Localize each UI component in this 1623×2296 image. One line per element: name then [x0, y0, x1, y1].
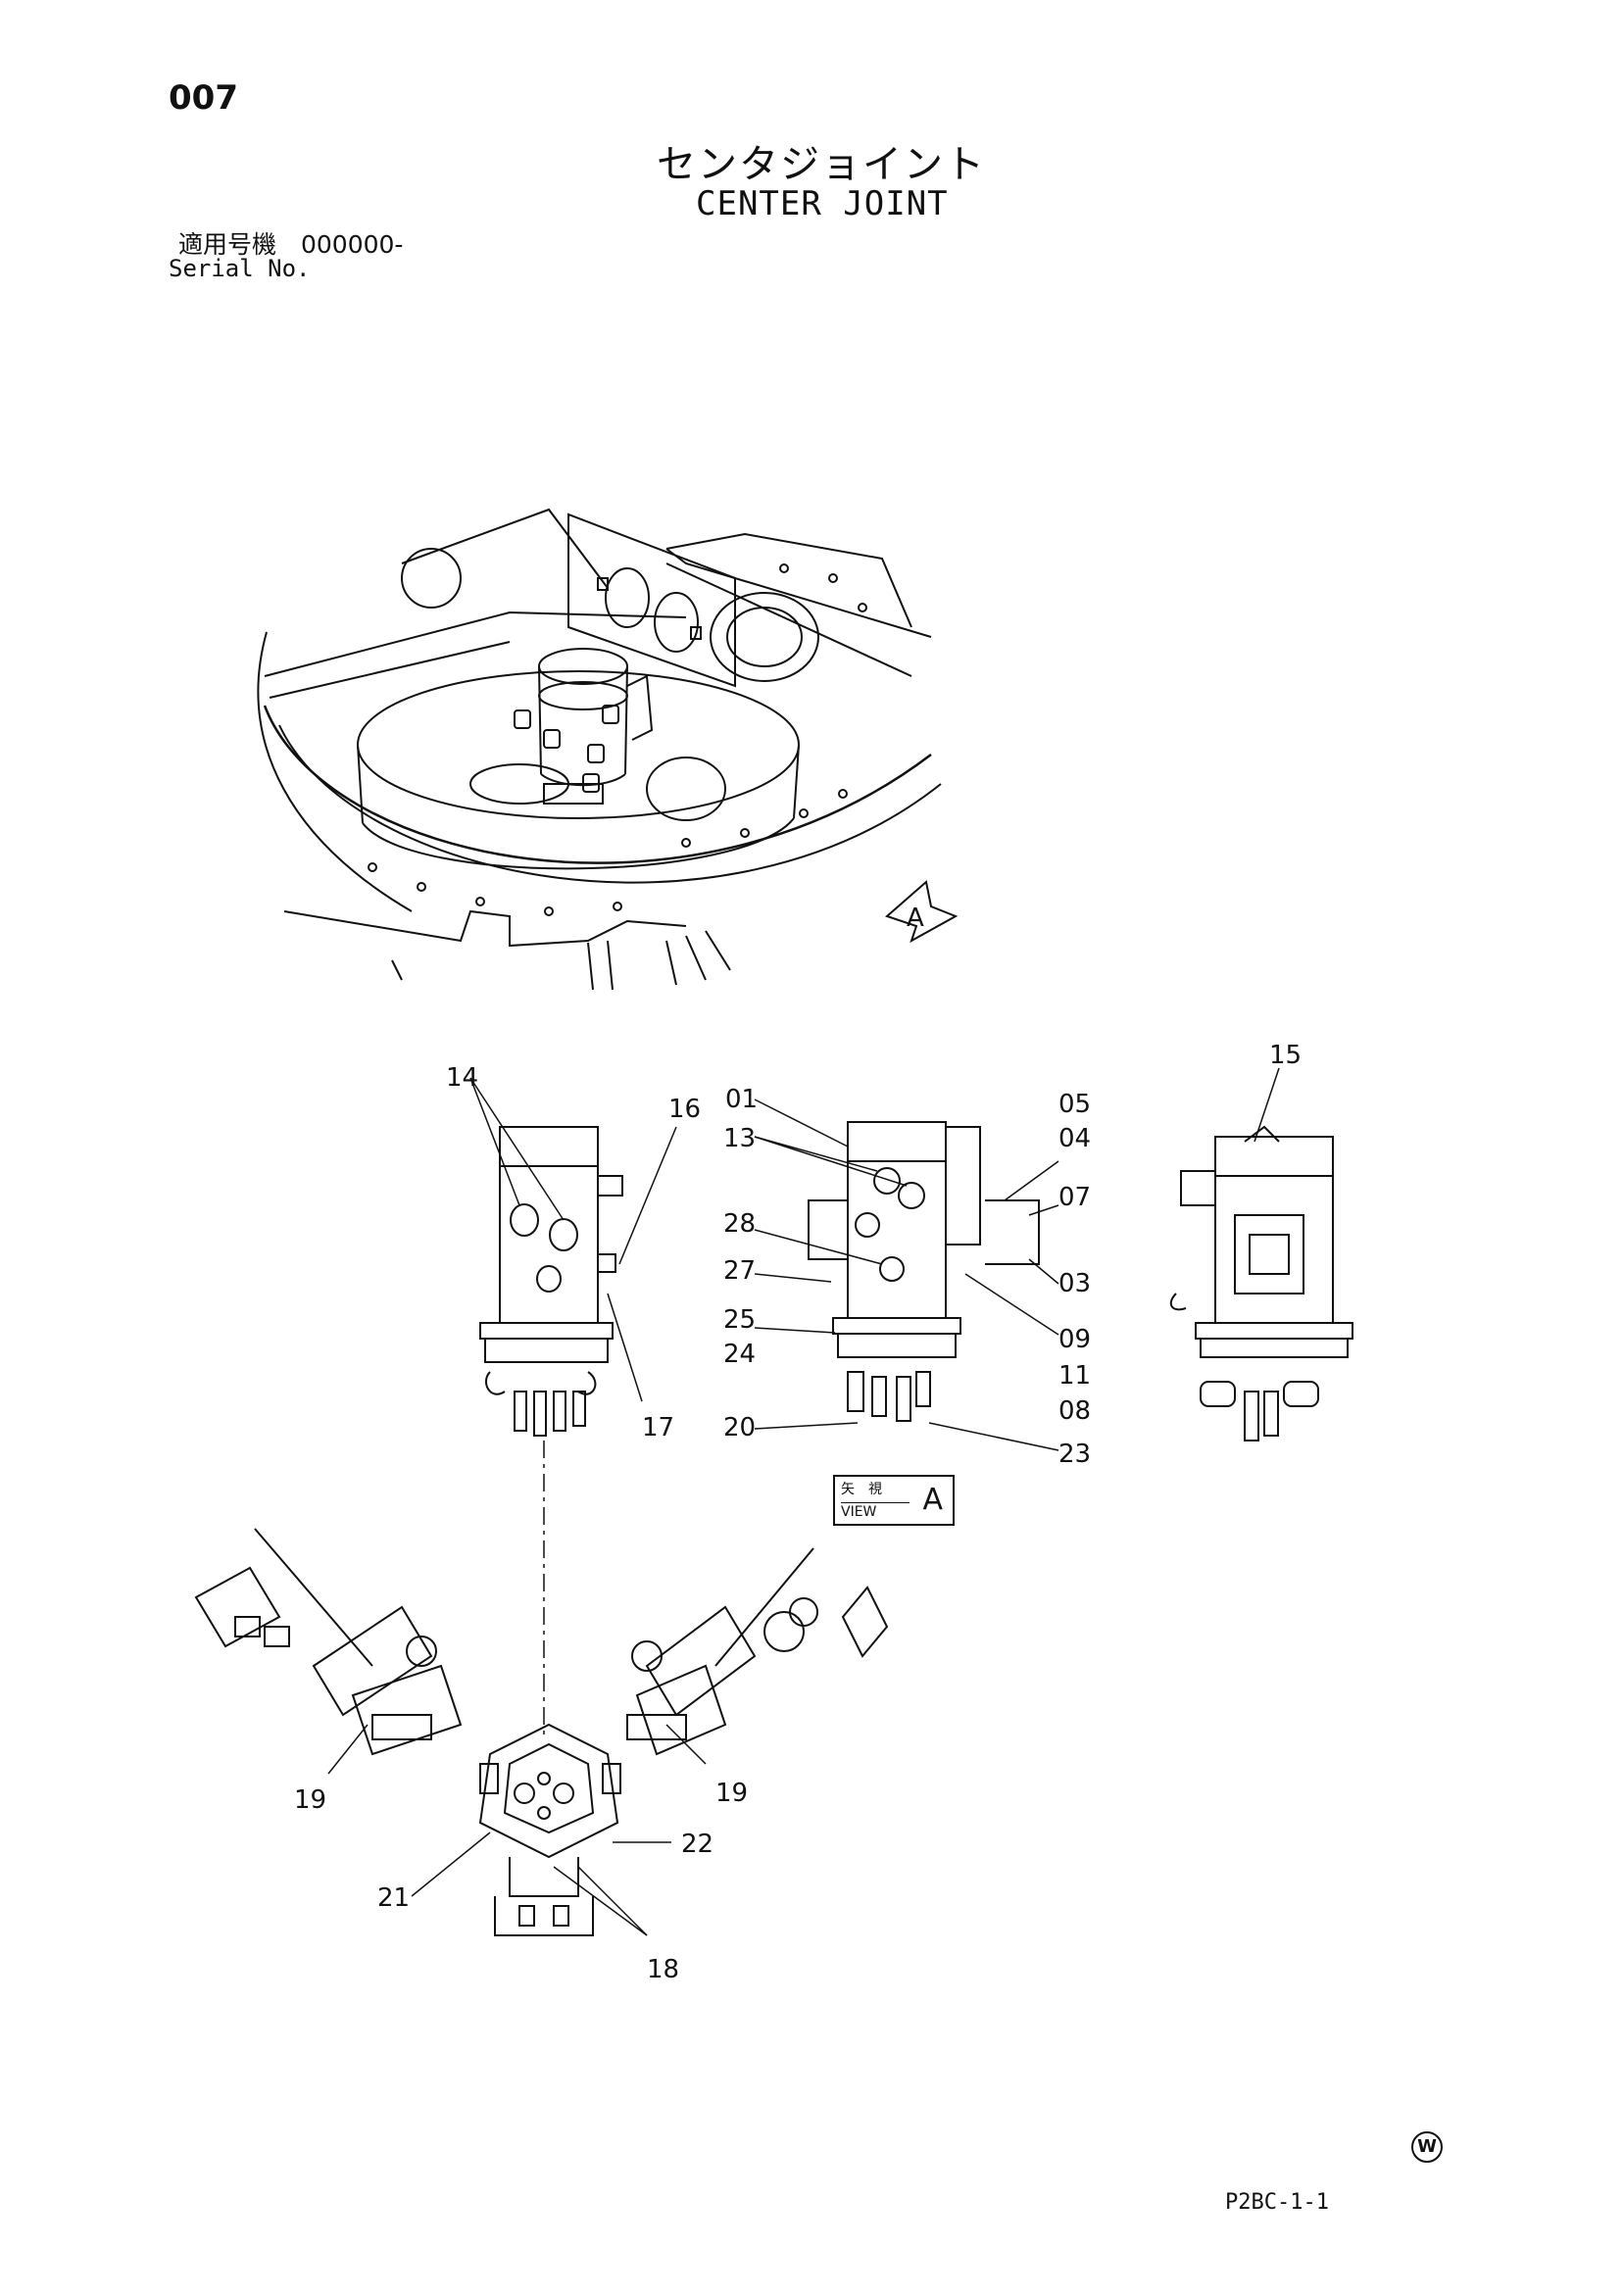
center-joint-side-view-left	[479, 1126, 623, 1734]
callout-28: 28	[723, 1209, 756, 1239]
callout-17: 17	[642, 1413, 674, 1442]
leader-lines	[327, 1067, 1280, 1936]
w-circle-mark: W	[1411, 2131, 1443, 2163]
manifold-assembly	[194, 1528, 889, 1936]
callout-25: 25	[723, 1305, 756, 1335]
view-letter: A	[922, 1483, 943, 1517]
callout-13: 13	[723, 1124, 756, 1153]
callout-27: 27	[723, 1256, 756, 1286]
center-joint-view-a	[808, 1121, 1040, 1422]
callout-09: 09	[1058, 1325, 1091, 1354]
callout-11: 11	[1058, 1361, 1091, 1391]
callout-20: 20	[723, 1413, 756, 1442]
callout-08: 08	[1058, 1396, 1091, 1426]
callout-19-left: 19	[294, 1785, 326, 1815]
callout-05: 05	[1058, 1090, 1091, 1119]
callout-15: 15	[1269, 1041, 1302, 1070]
callout-04: 04	[1058, 1124, 1091, 1153]
callout-23: 23	[1058, 1440, 1091, 1469]
page-number: 007	[169, 78, 238, 118]
title-english: CENTER JOINT	[696, 184, 949, 223]
view-label-japanese: 矢 視	[841, 1482, 882, 1497]
view-a-label-box: 矢 視 VIEW A	[833, 1475, 955, 1526]
callout-19-right: 19	[715, 1779, 748, 1808]
callout-03: 03	[1058, 1269, 1091, 1298]
callout-18: 18	[647, 1955, 679, 1984]
title-japanese: センタジョイント	[657, 142, 986, 187]
callout-16: 16	[668, 1095, 701, 1124]
serial-label-japanese: 適用号機 000000-	[178, 230, 404, 259]
view-label-english: VIEW	[841, 1502, 910, 1520]
callout-22: 22	[681, 1830, 713, 1859]
callout-14: 14	[446, 1063, 478, 1093]
callout-01: 01	[725, 1085, 758, 1114]
callout-24: 24	[723, 1340, 756, 1369]
center-joint-side-view-right	[1169, 1125, 1353, 1441]
callout-07: 07	[1058, 1183, 1091, 1212]
callout-21: 21	[377, 1883, 410, 1913]
turntable-perspective-view	[257, 508, 959, 991]
footer-page-code: P2BC-1-1	[1225, 2190, 1329, 2215]
serial-label-english: Serial No.	[169, 255, 311, 282]
view-arrow-letter: A	[907, 904, 924, 933]
